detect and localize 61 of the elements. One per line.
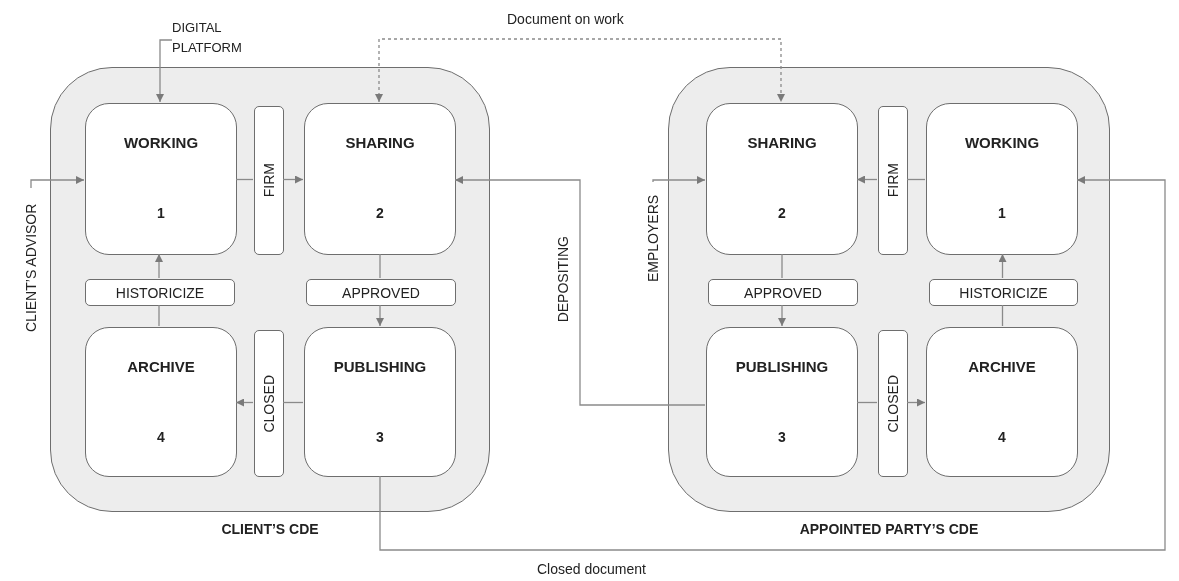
tag-bar (254, 106, 284, 255)
state-box (304, 327, 456, 477)
tag-bar (254, 330, 284, 477)
bar-label: FIRM (885, 163, 901, 198)
actor-label: CLIENT’S ADVISOR (20, 188, 42, 348)
state-title: WORKING (964, 134, 1040, 152)
connector-arrow (906, 398, 926, 407)
container-title: CLIENT’S CDE (220, 521, 320, 537)
bar-label: FIRM (261, 163, 277, 198)
tag-bar (878, 106, 908, 255)
state-title: WORKING (123, 134, 199, 152)
state-box (926, 103, 1078, 255)
connector-arrow (856, 175, 878, 184)
connector-arrow (30, 176, 85, 189)
state-title: SHARING (345, 134, 415, 152)
bar-label: APPROVED (342, 284, 420, 301)
state-number: 2 (778, 204, 786, 222)
connector-arrow (375, 38, 785, 103)
state-number: 4 (157, 428, 165, 446)
connector-arrow (235, 398, 254, 407)
tag-bar (929, 279, 1078, 306)
connector-arrow (376, 304, 384, 327)
state-title: PUBLISHING (735, 358, 829, 376)
connector-arrow (282, 175, 304, 184)
tag-bar (878, 330, 908, 477)
connector-arrow (454, 176, 706, 406)
tag-bar (708, 279, 858, 306)
connector-arrow (778, 304, 786, 327)
state-number: 3 (376, 428, 384, 446)
bar-label: CLOSED (885, 374, 901, 433)
state-box (85, 327, 237, 477)
state-title: ARCHIVE (127, 358, 195, 376)
state-number: 3 (778, 428, 786, 446)
state-number: 1 (157, 204, 165, 222)
state-box (706, 103, 858, 255)
connector-arrow (155, 253, 163, 279)
state-title: SHARING (747, 134, 817, 152)
tag-bar (85, 279, 235, 306)
bar-label: HISTORICIZE (115, 284, 205, 301)
state-title: PUBLISHING (333, 358, 427, 376)
state-box (85, 103, 237, 255)
actor-label: DIGITAL PLATFORM (172, 18, 282, 62)
bar-label: CLOSED (261, 374, 277, 433)
bar-label: HISTORICIZE (959, 284, 1048, 301)
state-box (304, 103, 456, 255)
state-number: 2 (376, 204, 384, 222)
container-title: APPOINTED PARTY’S CDE (798, 521, 980, 537)
state-box (926, 327, 1078, 477)
edge-label: Document on work (505, 11, 626, 27)
state-title: ARCHIVE (968, 358, 1036, 376)
state-number: 4 (998, 428, 1006, 446)
state-number: 1 (998, 204, 1006, 222)
connector-arrow (156, 39, 173, 103)
connector-arrow (652, 176, 706, 184)
edge-label: Closed document (535, 561, 648, 577)
state-box (706, 327, 858, 477)
bar-label: APPROVED (744, 284, 822, 301)
connector-arrow (379, 176, 1166, 551)
tag-bar (306, 279, 456, 306)
connector-arrow (998, 253, 1007, 279)
actor-label: EMPLOYERS (642, 182, 664, 294)
